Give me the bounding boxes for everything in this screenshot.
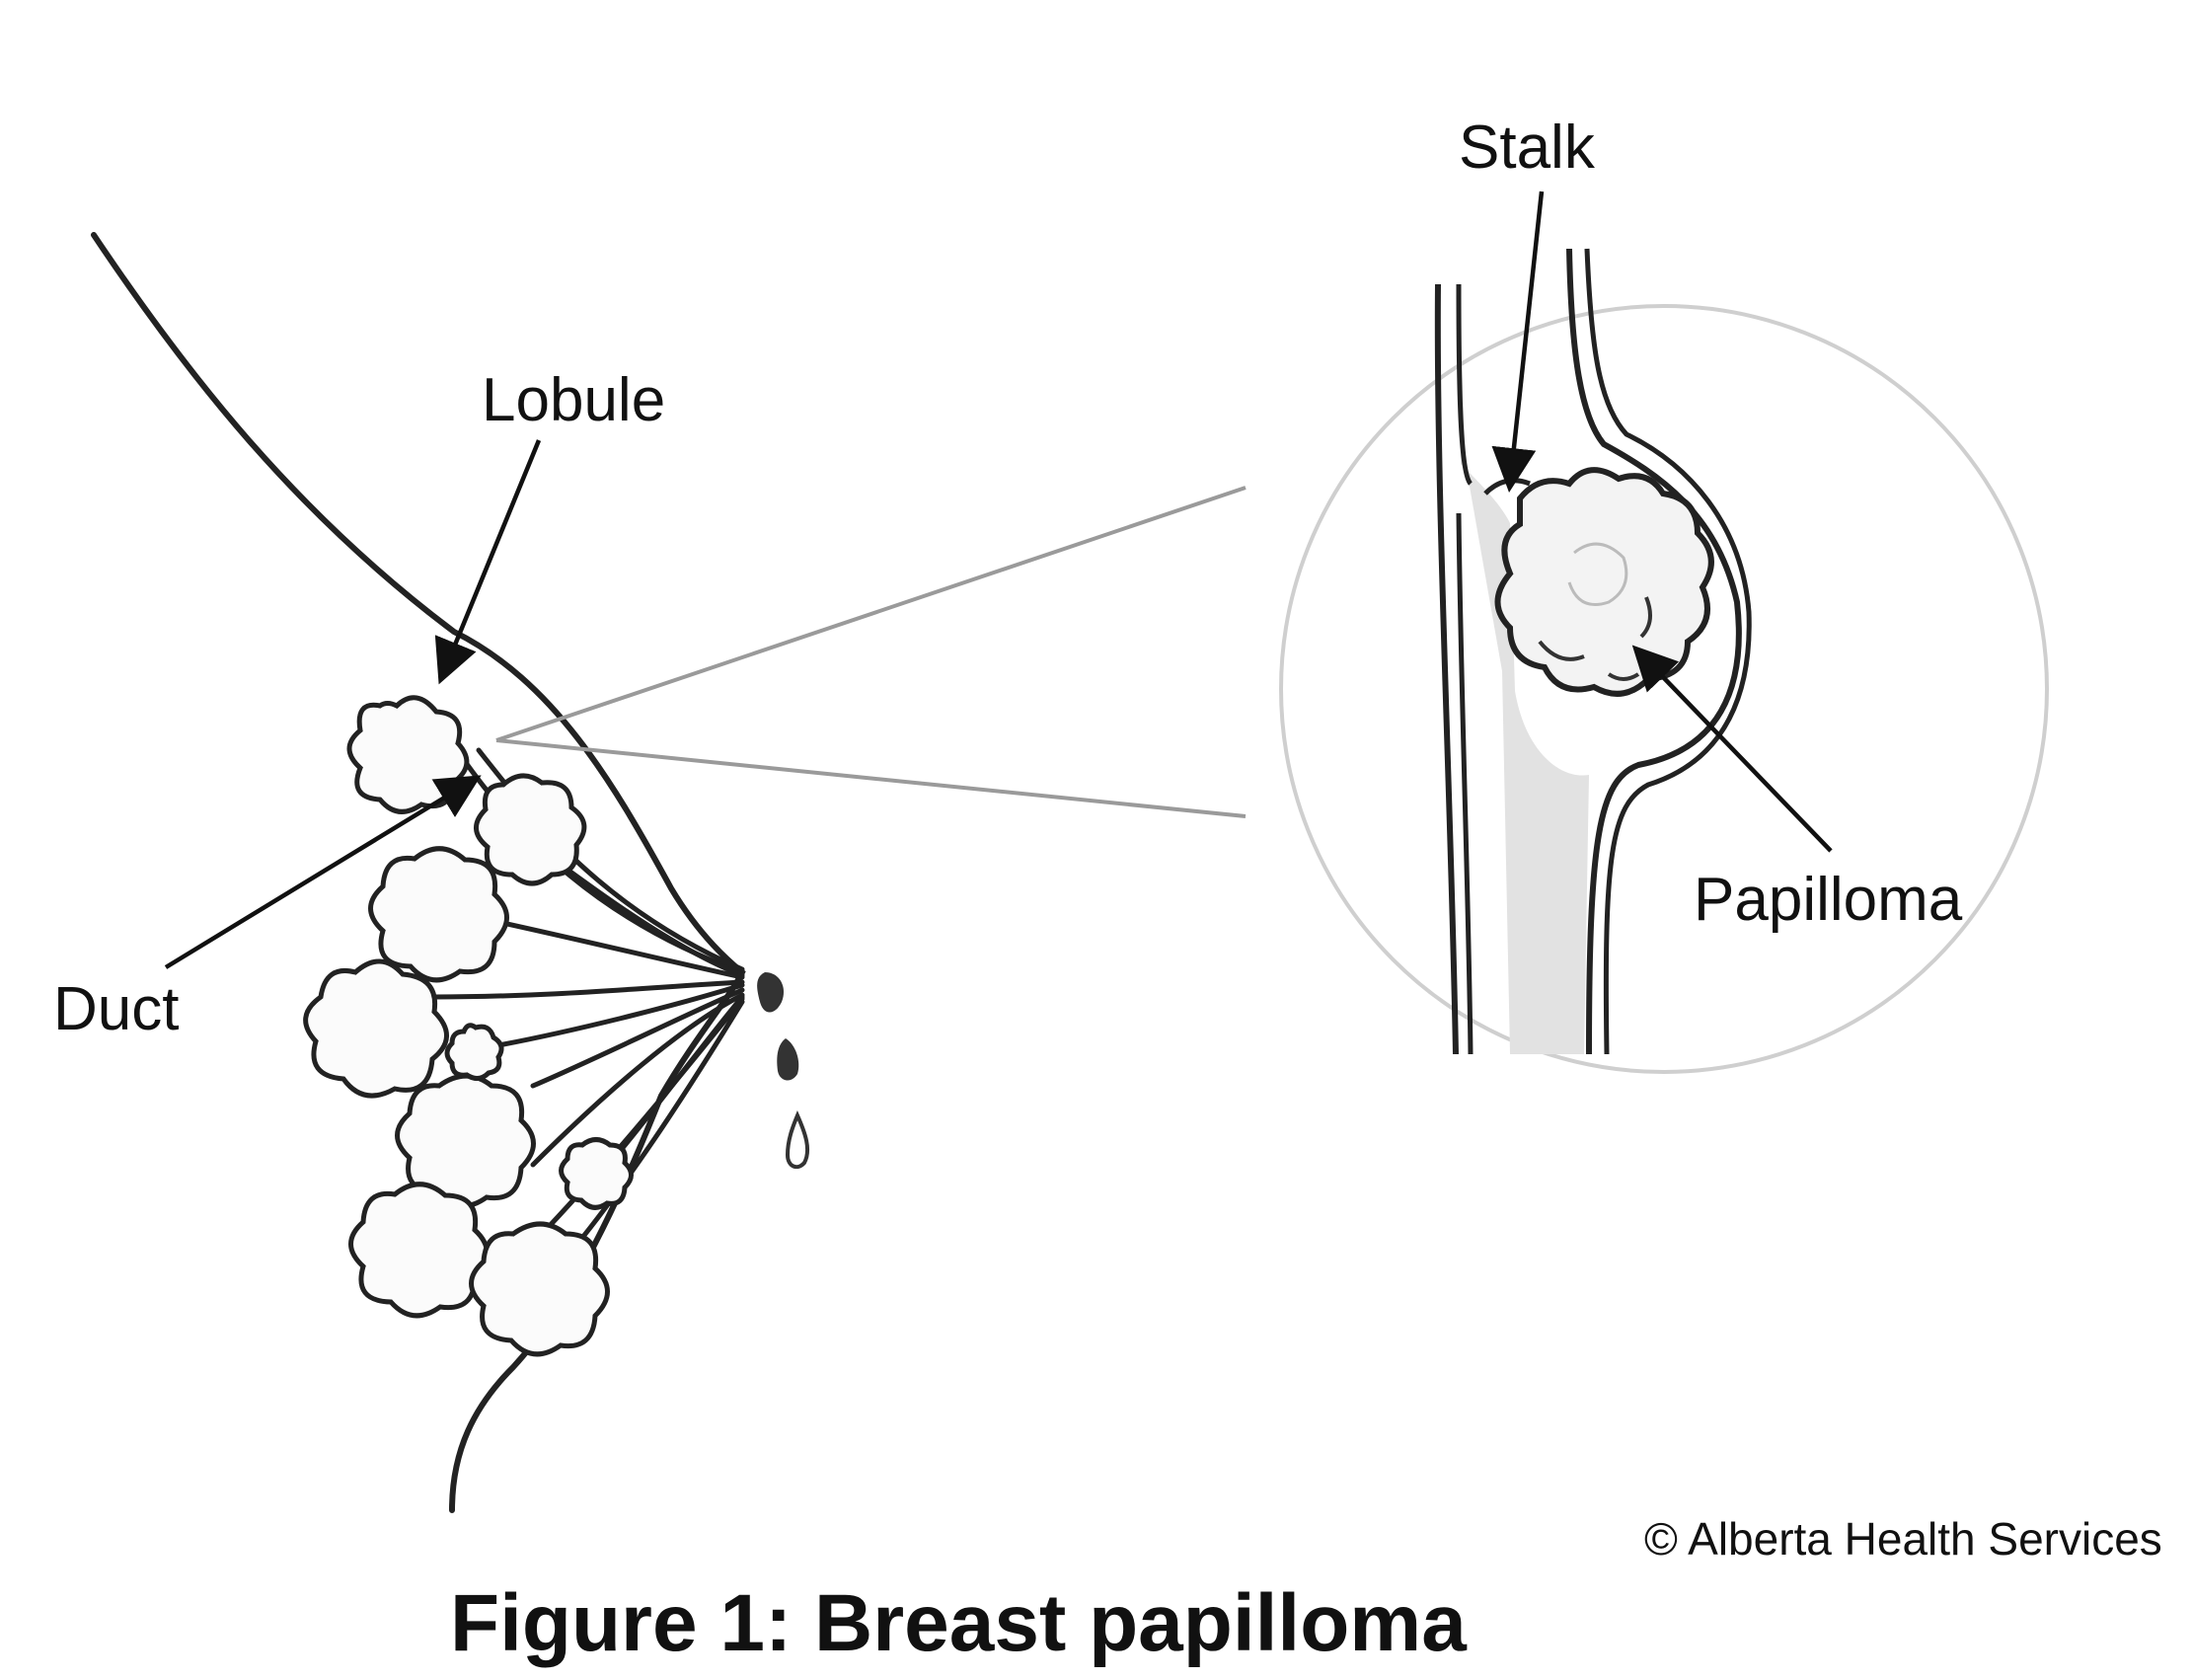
discharge-drops [757, 972, 809, 1170]
leader-arrows [164, 191, 1833, 969]
stalk-label: Stalk [1459, 114, 1595, 182]
magnified-duct [1434, 248, 1752, 1055]
duct-label: Duct [53, 975, 180, 1043]
figure-caption: Figure 1: Breast papilloma [450, 1578, 1467, 1668]
duct-arrow [164, 775, 482, 969]
stalk-arrow [1491, 191, 1545, 493]
magnified-view-circle [1279, 304, 2049, 1074]
copyright-notice: © Alberta Health Services [1644, 1513, 2162, 1565]
papilloma-label: Papilloma [1694, 866, 1963, 934]
papilloma-arrow [1631, 645, 1833, 853]
lobule-label: Lobule [482, 366, 666, 434]
lobule-arrow [434, 439, 542, 685]
zoom-lines [495, 486, 1247, 818]
